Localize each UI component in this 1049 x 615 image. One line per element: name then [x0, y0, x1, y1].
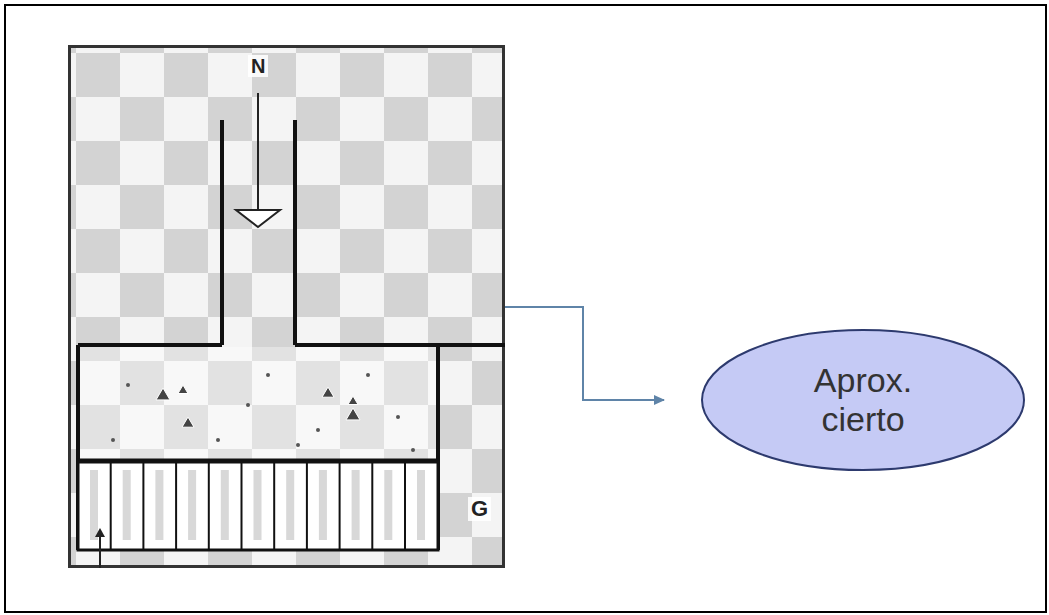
apparatus-box: NG: [68, 45, 505, 568]
part-label: N: [248, 55, 268, 77]
apparatus-illustration: [68, 45, 505, 568]
part-label: G: [468, 497, 491, 521]
result-ellipse: Aprox. cierto: [700, 328, 1026, 472]
connector-arrow: [505, 307, 664, 400]
result-text: Aprox. cierto: [778, 361, 948, 439]
